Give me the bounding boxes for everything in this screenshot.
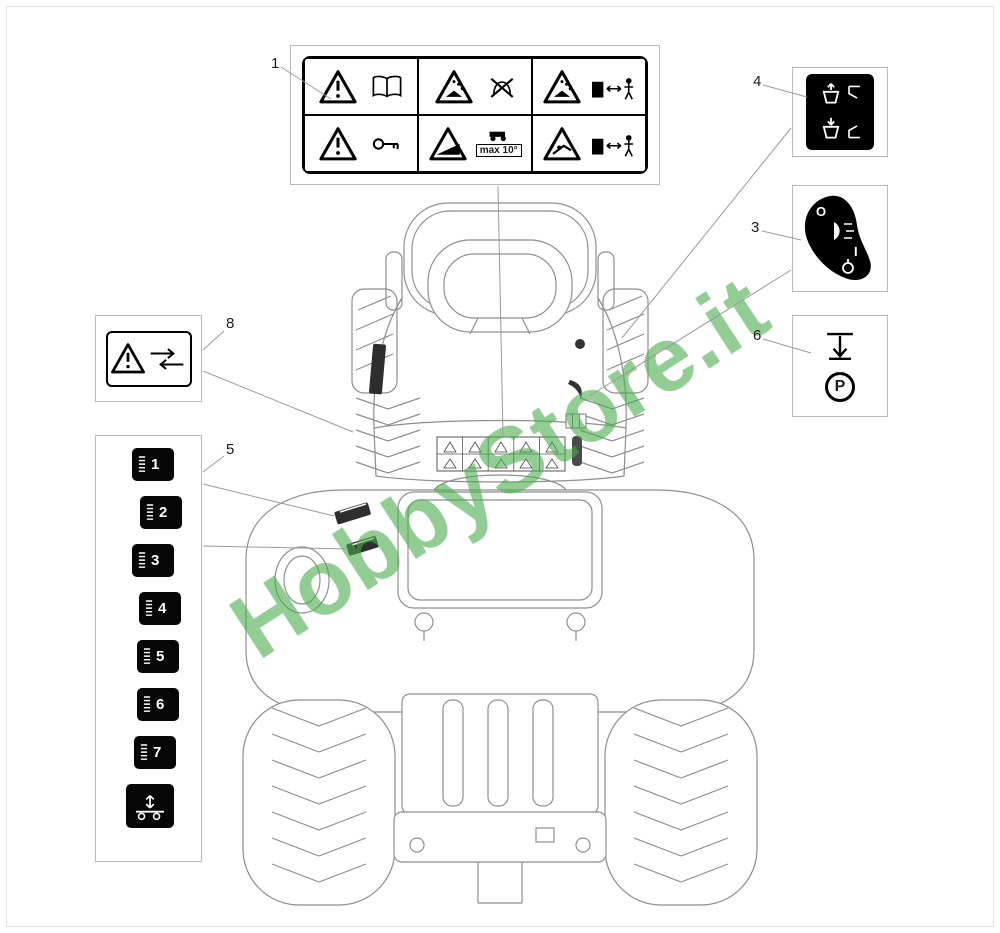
read-manual-icon xyxy=(372,75,402,97)
tractor-icon xyxy=(489,131,506,142)
catcher-raise-icon xyxy=(822,83,860,104)
keep-distance-icon xyxy=(591,134,633,157)
no-hands-icon xyxy=(490,77,514,98)
lower-arrow-icon xyxy=(827,332,853,361)
warning-panel-decal: max 10° xyxy=(302,56,648,174)
ruler-icon xyxy=(138,455,146,472)
ruler-icon xyxy=(145,599,153,616)
deck-height-icon xyxy=(135,795,165,821)
switch-off-label: O xyxy=(816,203,827,219)
rear-wheel-right xyxy=(604,699,758,906)
height-step-2: 2 xyxy=(140,496,182,529)
parking-brake-decal: P xyxy=(818,330,862,402)
ruler-icon xyxy=(140,743,148,760)
height-step-4: 4 xyxy=(139,592,181,625)
rear-wheel-left xyxy=(242,699,396,906)
warning-triangle-icon xyxy=(319,69,357,103)
switch-on-label: I xyxy=(854,243,858,259)
catcher-lower-icon xyxy=(822,117,860,139)
switch-crescent-shape xyxy=(804,195,871,280)
callout-1: 1 xyxy=(271,55,280,72)
dash-panel xyxy=(373,419,627,483)
belt-direction-icon xyxy=(150,347,184,370)
height-step-1: 1 xyxy=(132,448,174,481)
height-step-7: 7 xyxy=(134,736,176,769)
deck-assembly xyxy=(401,693,599,815)
callout-6: 6 xyxy=(753,327,762,344)
warning-triangle-icon xyxy=(319,126,357,160)
tip-over-triangle-icon xyxy=(543,126,581,160)
callout-5: 5 xyxy=(226,441,235,458)
callout-3: 3 xyxy=(751,219,760,236)
callout-8: 8 xyxy=(226,315,235,332)
remove-key-icon xyxy=(372,137,399,150)
keep-distance-icon xyxy=(591,77,633,100)
steering-wheel xyxy=(427,239,573,335)
belt-warning-decal xyxy=(105,330,192,387)
height-step-5: 5 xyxy=(137,640,179,673)
ruler-icon xyxy=(143,647,151,664)
ruler-icon xyxy=(143,695,151,712)
height-step-6: 6 xyxy=(137,688,179,721)
ruler-icon xyxy=(146,503,154,520)
warning-cell-remove-key xyxy=(304,115,418,172)
deck-height-decal xyxy=(126,784,174,828)
warning-cell-read-manual xyxy=(304,58,418,115)
height-step-3: 3 xyxy=(132,544,174,577)
warning-cell-keep-distance xyxy=(532,58,646,115)
hitch-plate xyxy=(393,811,607,904)
ruler-icon xyxy=(138,551,146,568)
on-machine-decals xyxy=(334,339,587,556)
callout-4: 4 xyxy=(753,73,762,90)
max-slope-text: max 10° xyxy=(475,144,522,157)
headlight-icon xyxy=(834,221,840,240)
dash-mini-decal xyxy=(436,436,566,472)
warning-cell-slope: max 10° xyxy=(418,115,532,172)
parking-brake-box: P xyxy=(792,315,888,417)
parking-brake-icon: P xyxy=(825,372,855,402)
warning-cell-tip-over xyxy=(532,115,646,172)
light-switch-decal: O I xyxy=(798,192,882,286)
page-border xyxy=(6,6,994,927)
grass-catcher-box xyxy=(792,67,888,157)
cutting-height-box: 1 2 3 4 5 6 7 xyxy=(95,435,202,862)
footplate-tread-right xyxy=(579,397,645,474)
light-switch-box: O I xyxy=(792,185,888,292)
parking-symbol: P xyxy=(834,378,846,395)
slope-triangle-icon xyxy=(429,126,467,160)
warning-panel-box: max 10° xyxy=(290,45,660,185)
warning-cell-no-hands xyxy=(418,58,532,115)
belt-warning-box xyxy=(95,315,202,402)
thrown-objects-triangle-icon xyxy=(543,69,581,103)
thrown-objects-triangle-icon xyxy=(435,69,473,103)
warning-triangle-icon xyxy=(111,343,146,374)
footplate-tread-left xyxy=(355,397,421,474)
grass-catcher-decal xyxy=(806,74,874,150)
